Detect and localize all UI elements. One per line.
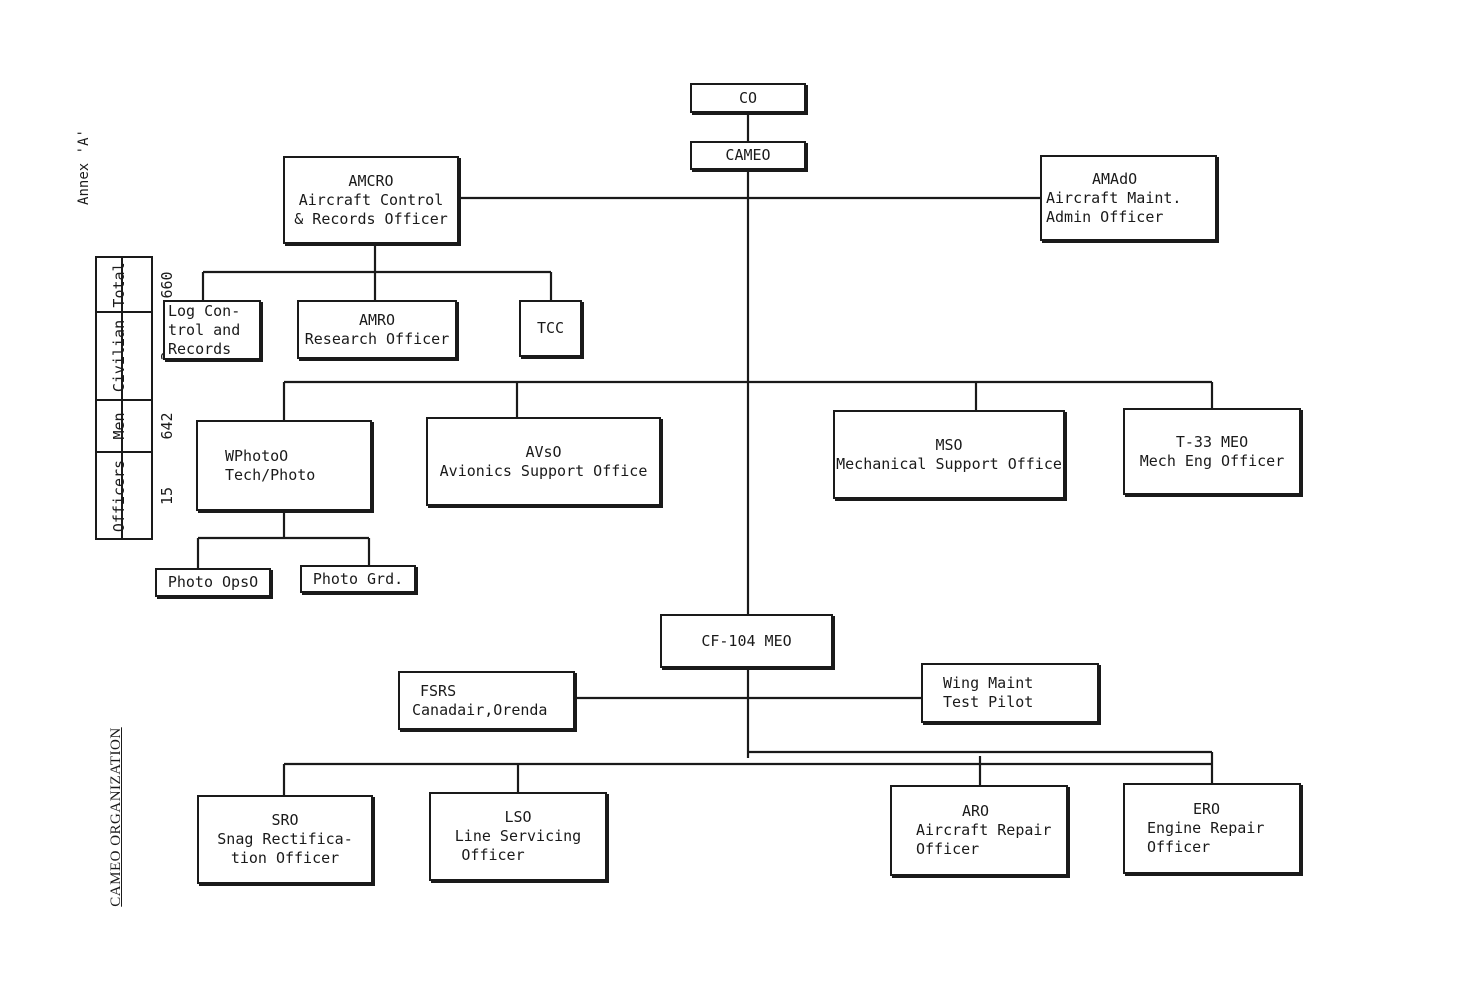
node-photo-grd: Photo Grd. xyxy=(300,565,416,593)
node-amado: AMAdO Aircraft Maint. Admin Officer xyxy=(1040,155,1217,241)
personnel-table: Total 660 Civilian 3 Men 642 Officers 15 xyxy=(95,256,176,540)
personnel-total: Total 660 xyxy=(97,258,176,313)
node-photo-opso: Photo OpsO xyxy=(155,568,271,597)
node-amro: AMRO Research Officer xyxy=(297,300,457,359)
node-log-control: Log Con- trol and Records xyxy=(163,300,261,360)
personnel-label: Officers xyxy=(110,459,128,532)
personnel-value: 15 xyxy=(158,486,176,505)
node-lso: LSO Line Servicing Officer xyxy=(429,792,607,881)
node-tcc: TCC xyxy=(519,300,582,357)
node-co: CO xyxy=(690,83,806,113)
node-ero: ERO Engine Repair Officer xyxy=(1123,783,1301,874)
node-mso: MSO Mechanical Support Office xyxy=(833,410,1065,499)
node-amcro: AMCRO Aircraft Control & Records Officer xyxy=(283,156,459,244)
node-avso: AVsO Avionics Support Office xyxy=(426,417,661,506)
annex-label: Annex 'A' xyxy=(76,129,92,205)
personnel-men: Men 642 xyxy=(97,401,176,453)
personnel-officers: Officers 15 xyxy=(97,453,176,538)
node-fsrs: FSRS Canadair,Orenda xyxy=(398,671,575,730)
node-aro: ARO Aircraft Repair Officer xyxy=(890,785,1068,876)
node-wing-maint: Wing Maint Test Pilot xyxy=(921,663,1099,723)
node-sro: SRO Snag Rectifica- tion Officer xyxy=(197,795,373,884)
node-wphoto: WPhotoO Tech/Photo xyxy=(196,420,372,511)
personnel-civilian: Civilian 3 xyxy=(97,313,176,401)
node-cf104-meo: CF-104 MEO xyxy=(660,614,833,668)
personnel-table-divider xyxy=(121,258,123,538)
org-title: CAMEO ORGANIZATION xyxy=(108,727,124,907)
node-t33-meo: T-33 MEO Mech Eng Officer xyxy=(1123,408,1301,495)
node-cameo: CAMEO xyxy=(690,141,806,170)
